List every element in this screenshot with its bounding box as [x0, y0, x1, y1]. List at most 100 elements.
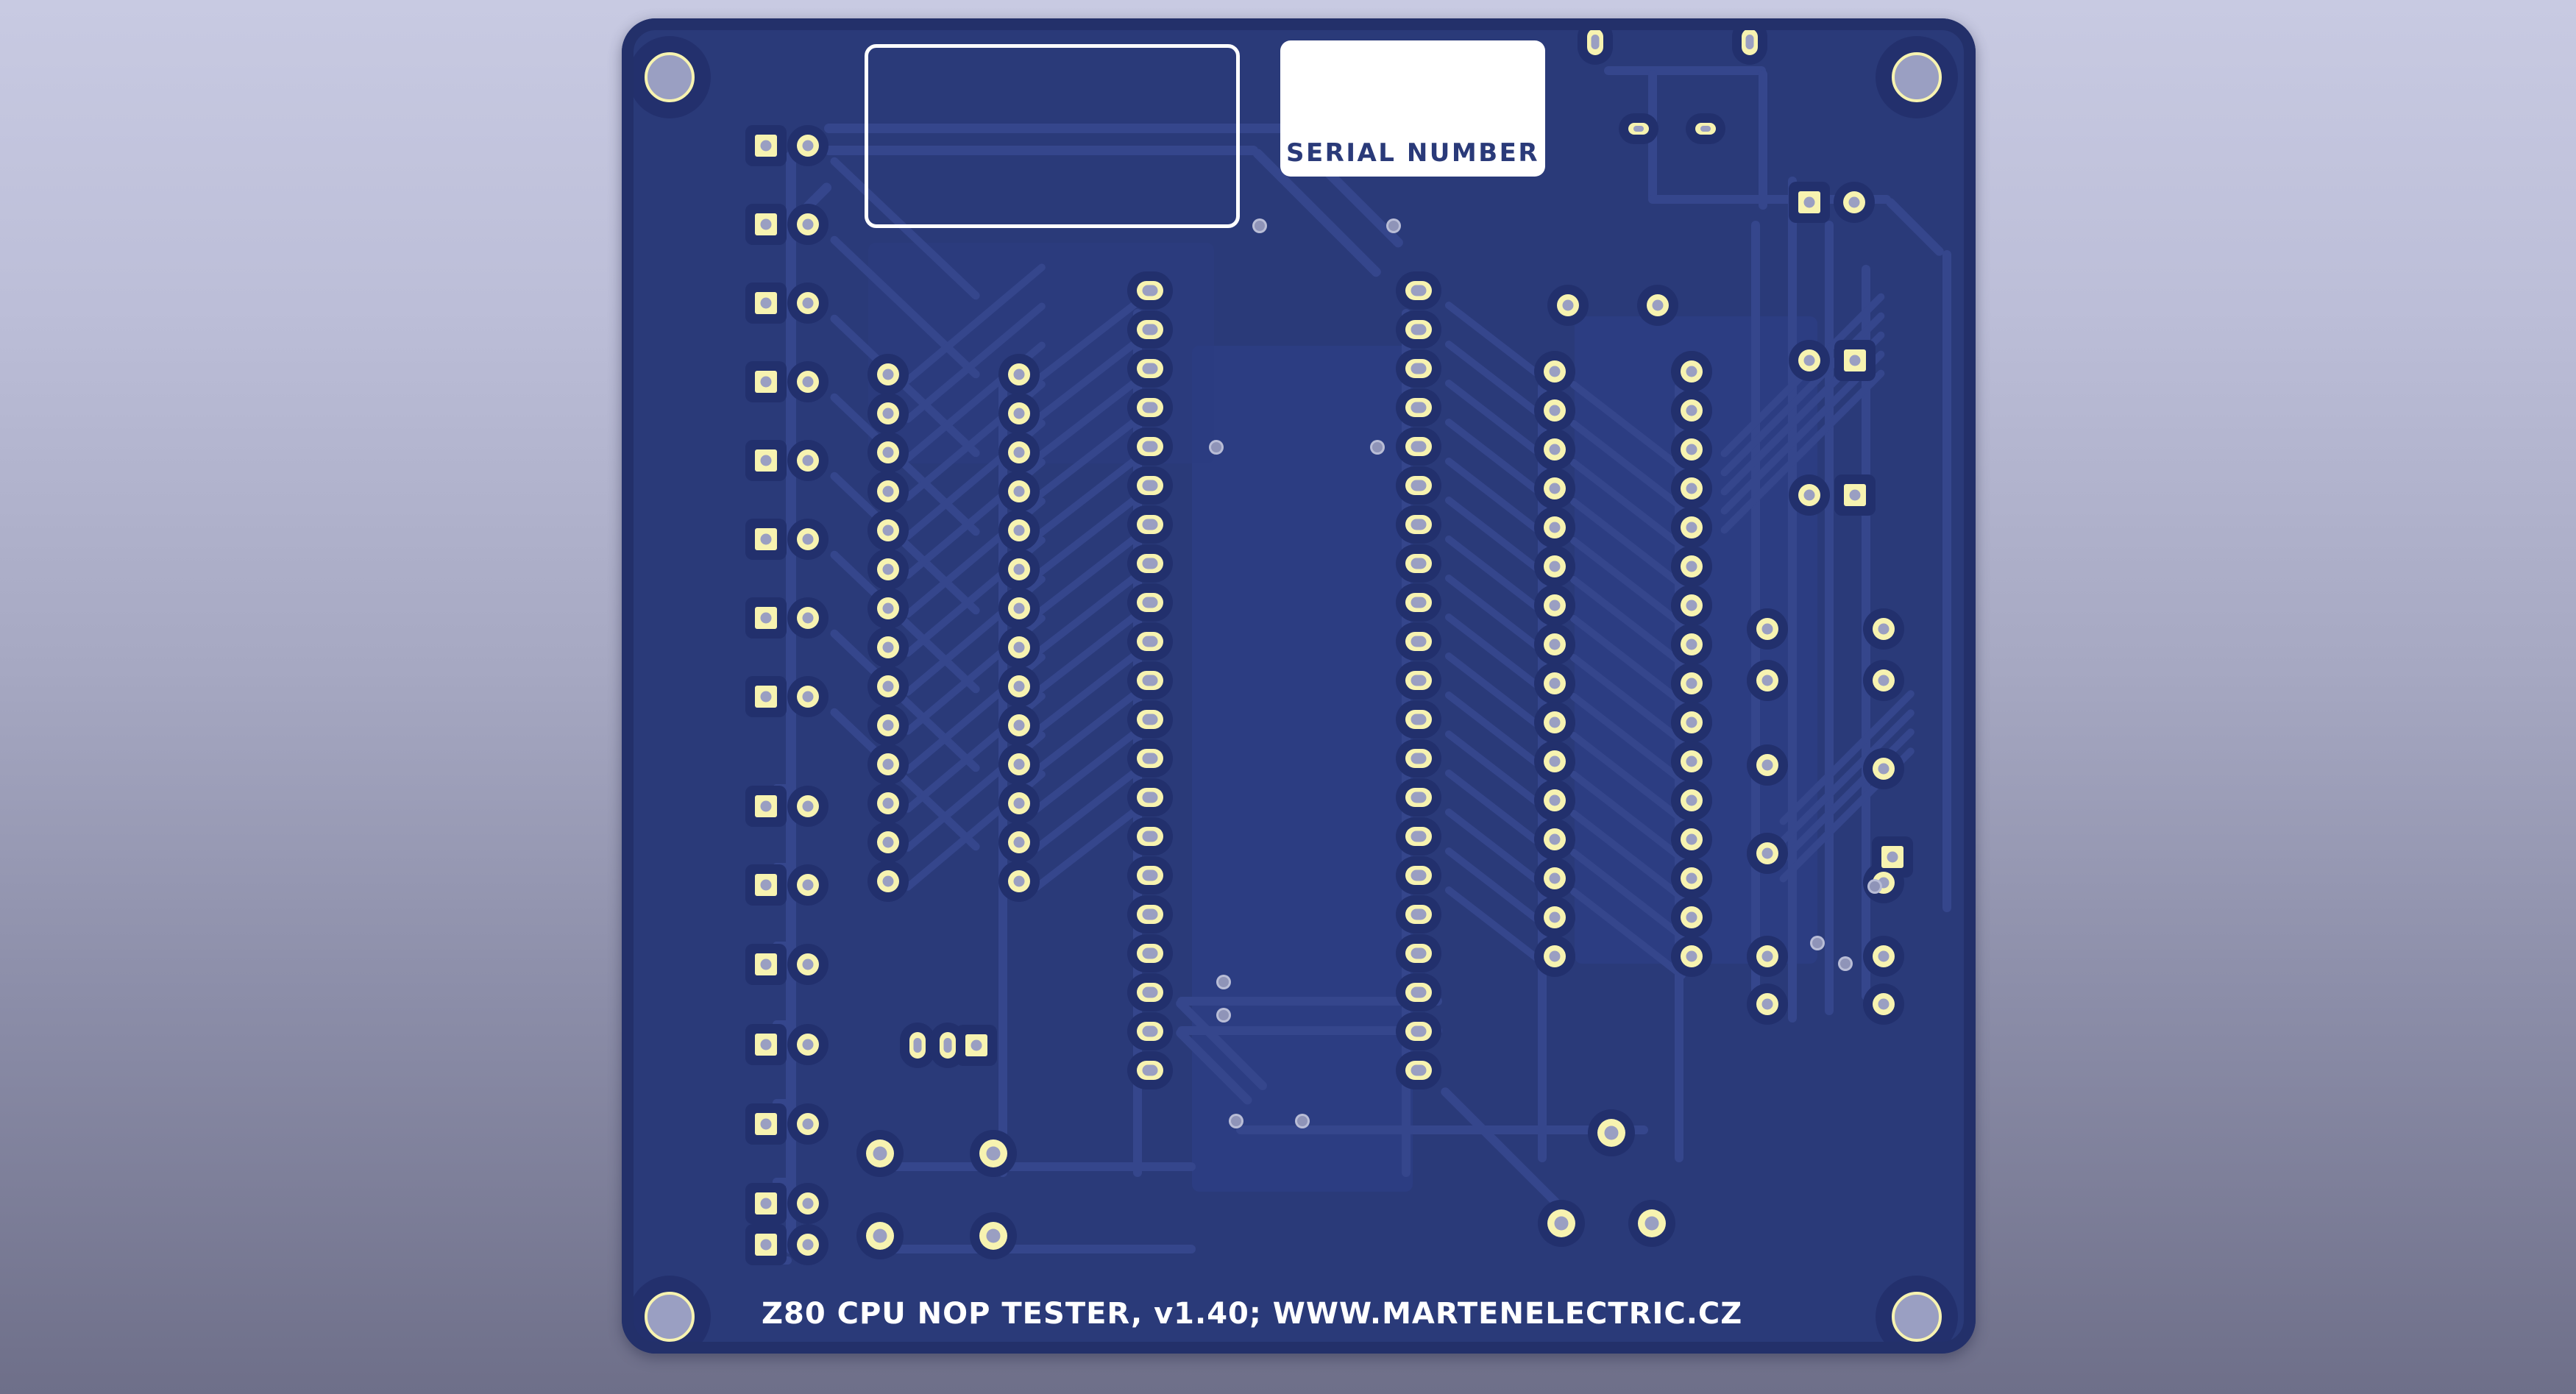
via-7 — [1231, 1116, 1241, 1126]
connector-column-left-round-4 — [797, 371, 819, 393]
ic-socket-right-3 — [1405, 359, 1432, 378]
ic-column-a-9 — [877, 675, 899, 697]
ic-column-d-15 — [1681, 906, 1703, 928]
ic-column-d-1 — [1681, 360, 1703, 383]
ic-socket-right-17 — [1405, 905, 1432, 924]
ic-socket-right-15 — [1405, 827, 1432, 846]
connector-column-left-square-4 — [755, 371, 777, 393]
trace-right-top-4 — [1648, 195, 1891, 204]
ic-column-a-6 — [877, 558, 899, 580]
bottom-round-b — [979, 1139, 1007, 1167]
ic-column-c-11 — [1544, 750, 1566, 772]
ic-socket-right-16 — [1405, 866, 1432, 885]
ic-column-a-7 — [877, 597, 899, 619]
connector-column-left-round-1 — [797, 135, 819, 157]
ic-column-c-8 — [1544, 633, 1566, 655]
pcb-board-surface — [622, 18, 1976, 1354]
ic-column-b-13 — [1008, 831, 1030, 853]
ic-column-d-7 — [1681, 594, 1703, 616]
serial-number-text: SERIAL NUMBER — [1285, 138, 1540, 168]
ic-column-a-2 — [877, 402, 899, 424]
connector-column-left-square-2 — [755, 213, 777, 235]
ic-column-d-16 — [1681, 945, 1703, 967]
ic-column-d-10 — [1681, 711, 1703, 733]
ic-column-b-5 — [1008, 519, 1030, 541]
right-pad-col-f-3 — [1873, 758, 1895, 780]
ic-column-c-6 — [1544, 555, 1566, 577]
ic-column-a-10 — [877, 714, 899, 736]
test-point-mid — [940, 1032, 956, 1059]
ic-column-c-4 — [1544, 477, 1566, 499]
connector-column-left-round-tail-5 — [797, 1113, 819, 1135]
copper-pour-center — [1192, 346, 1413, 1192]
ic-column-a-8 — [877, 636, 899, 658]
via-9 — [1870, 881, 1880, 892]
pad-upper-right-a — [1557, 294, 1579, 316]
pad-right-square-upper — [1844, 349, 1866, 371]
trace-bot-4 — [887, 1245, 1196, 1253]
ic-column-d-14 — [1681, 867, 1703, 889]
connector-column-left-round-2 — [797, 213, 819, 235]
via-10 — [1812, 938, 1823, 948]
ic-socket-left-19 — [1137, 983, 1163, 1002]
right-pad-col-e-4 — [1756, 842, 1778, 864]
trace-right-top-1 — [1604, 66, 1766, 75]
via-5 — [1218, 977, 1229, 987]
connector-column-left-square-5 — [755, 449, 777, 472]
connector-column-left-round-tail-4 — [797, 1034, 819, 1056]
ic-column-c-10 — [1544, 711, 1566, 733]
pad-pair-top-right-square — [1798, 191, 1820, 213]
ic-socket-right-20 — [1405, 1022, 1432, 1041]
connector-column-left-round-tail-1 — [797, 795, 819, 817]
test-point-left — [909, 1032, 926, 1059]
ic-column-b-11 — [1008, 753, 1030, 775]
trace-bot-2 — [1177, 1026, 1442, 1035]
ic-socket-left-3 — [1137, 359, 1163, 378]
ic-socket-left-13 — [1137, 749, 1163, 768]
ic-socket-right-18 — [1405, 944, 1432, 963]
mounting-hole-top-left — [645, 52, 695, 102]
connector-column-left-square-7 — [755, 607, 777, 629]
ic-column-c-9 — [1544, 672, 1566, 694]
connector-column-left-round-8 — [797, 686, 819, 708]
ic-socket-left-7 — [1137, 515, 1163, 534]
connector-column-left-round-7 — [797, 607, 819, 629]
connector-column-left-round-tail-7 — [797, 1234, 819, 1256]
via-4 — [1372, 442, 1383, 452]
ic-column-b-9 — [1008, 675, 1030, 697]
ic-column-b-6 — [1008, 558, 1030, 580]
ic-column-c-14 — [1544, 867, 1566, 889]
ic-column-a-1 — [877, 363, 899, 385]
ic-column-c-7 — [1544, 594, 1566, 616]
smd-pad-left — [1628, 123, 1649, 135]
ic-column-b-8 — [1008, 636, 1030, 658]
connector-column-left-round-5 — [797, 449, 819, 472]
bottom-round-d — [979, 1222, 1007, 1250]
ic-socket-left-5 — [1137, 437, 1163, 456]
ic-column-a-13 — [877, 831, 899, 853]
trace-left-stub-13 — [773, 1178, 792, 1186]
ic-socket-left-18 — [1137, 944, 1163, 963]
ic-column-b-12 — [1008, 792, 1030, 814]
ic-column-d-11 — [1681, 750, 1703, 772]
ic-socket-left-10 — [1137, 632, 1163, 651]
ic-column-c-3 — [1544, 438, 1566, 460]
ic-column-b-14 — [1008, 870, 1030, 892]
connector-column-left-round-tail-3 — [797, 953, 819, 975]
ic-column-d-12 — [1681, 789, 1703, 811]
via-11 — [1840, 959, 1851, 969]
ic-column-a-5 — [877, 519, 899, 541]
ic-column-a-14 — [877, 870, 899, 892]
ic-socket-left-2 — [1137, 320, 1163, 339]
ic-column-a-3 — [877, 441, 899, 463]
component-outline-box — [865, 44, 1240, 228]
trace-right-edge — [1942, 250, 1951, 912]
ic-socket-left-14 — [1137, 788, 1163, 807]
ic-socket-left-20 — [1137, 1022, 1163, 1041]
connector-column-left-square-tail-7 — [755, 1234, 777, 1256]
ic-socket-left-21 — [1137, 1061, 1163, 1080]
via-6 — [1218, 1010, 1229, 1020]
ic-column-c-15 — [1544, 906, 1566, 928]
right-pad-col-e-2 — [1756, 669, 1778, 691]
connector-column-left-square-6 — [755, 528, 777, 550]
